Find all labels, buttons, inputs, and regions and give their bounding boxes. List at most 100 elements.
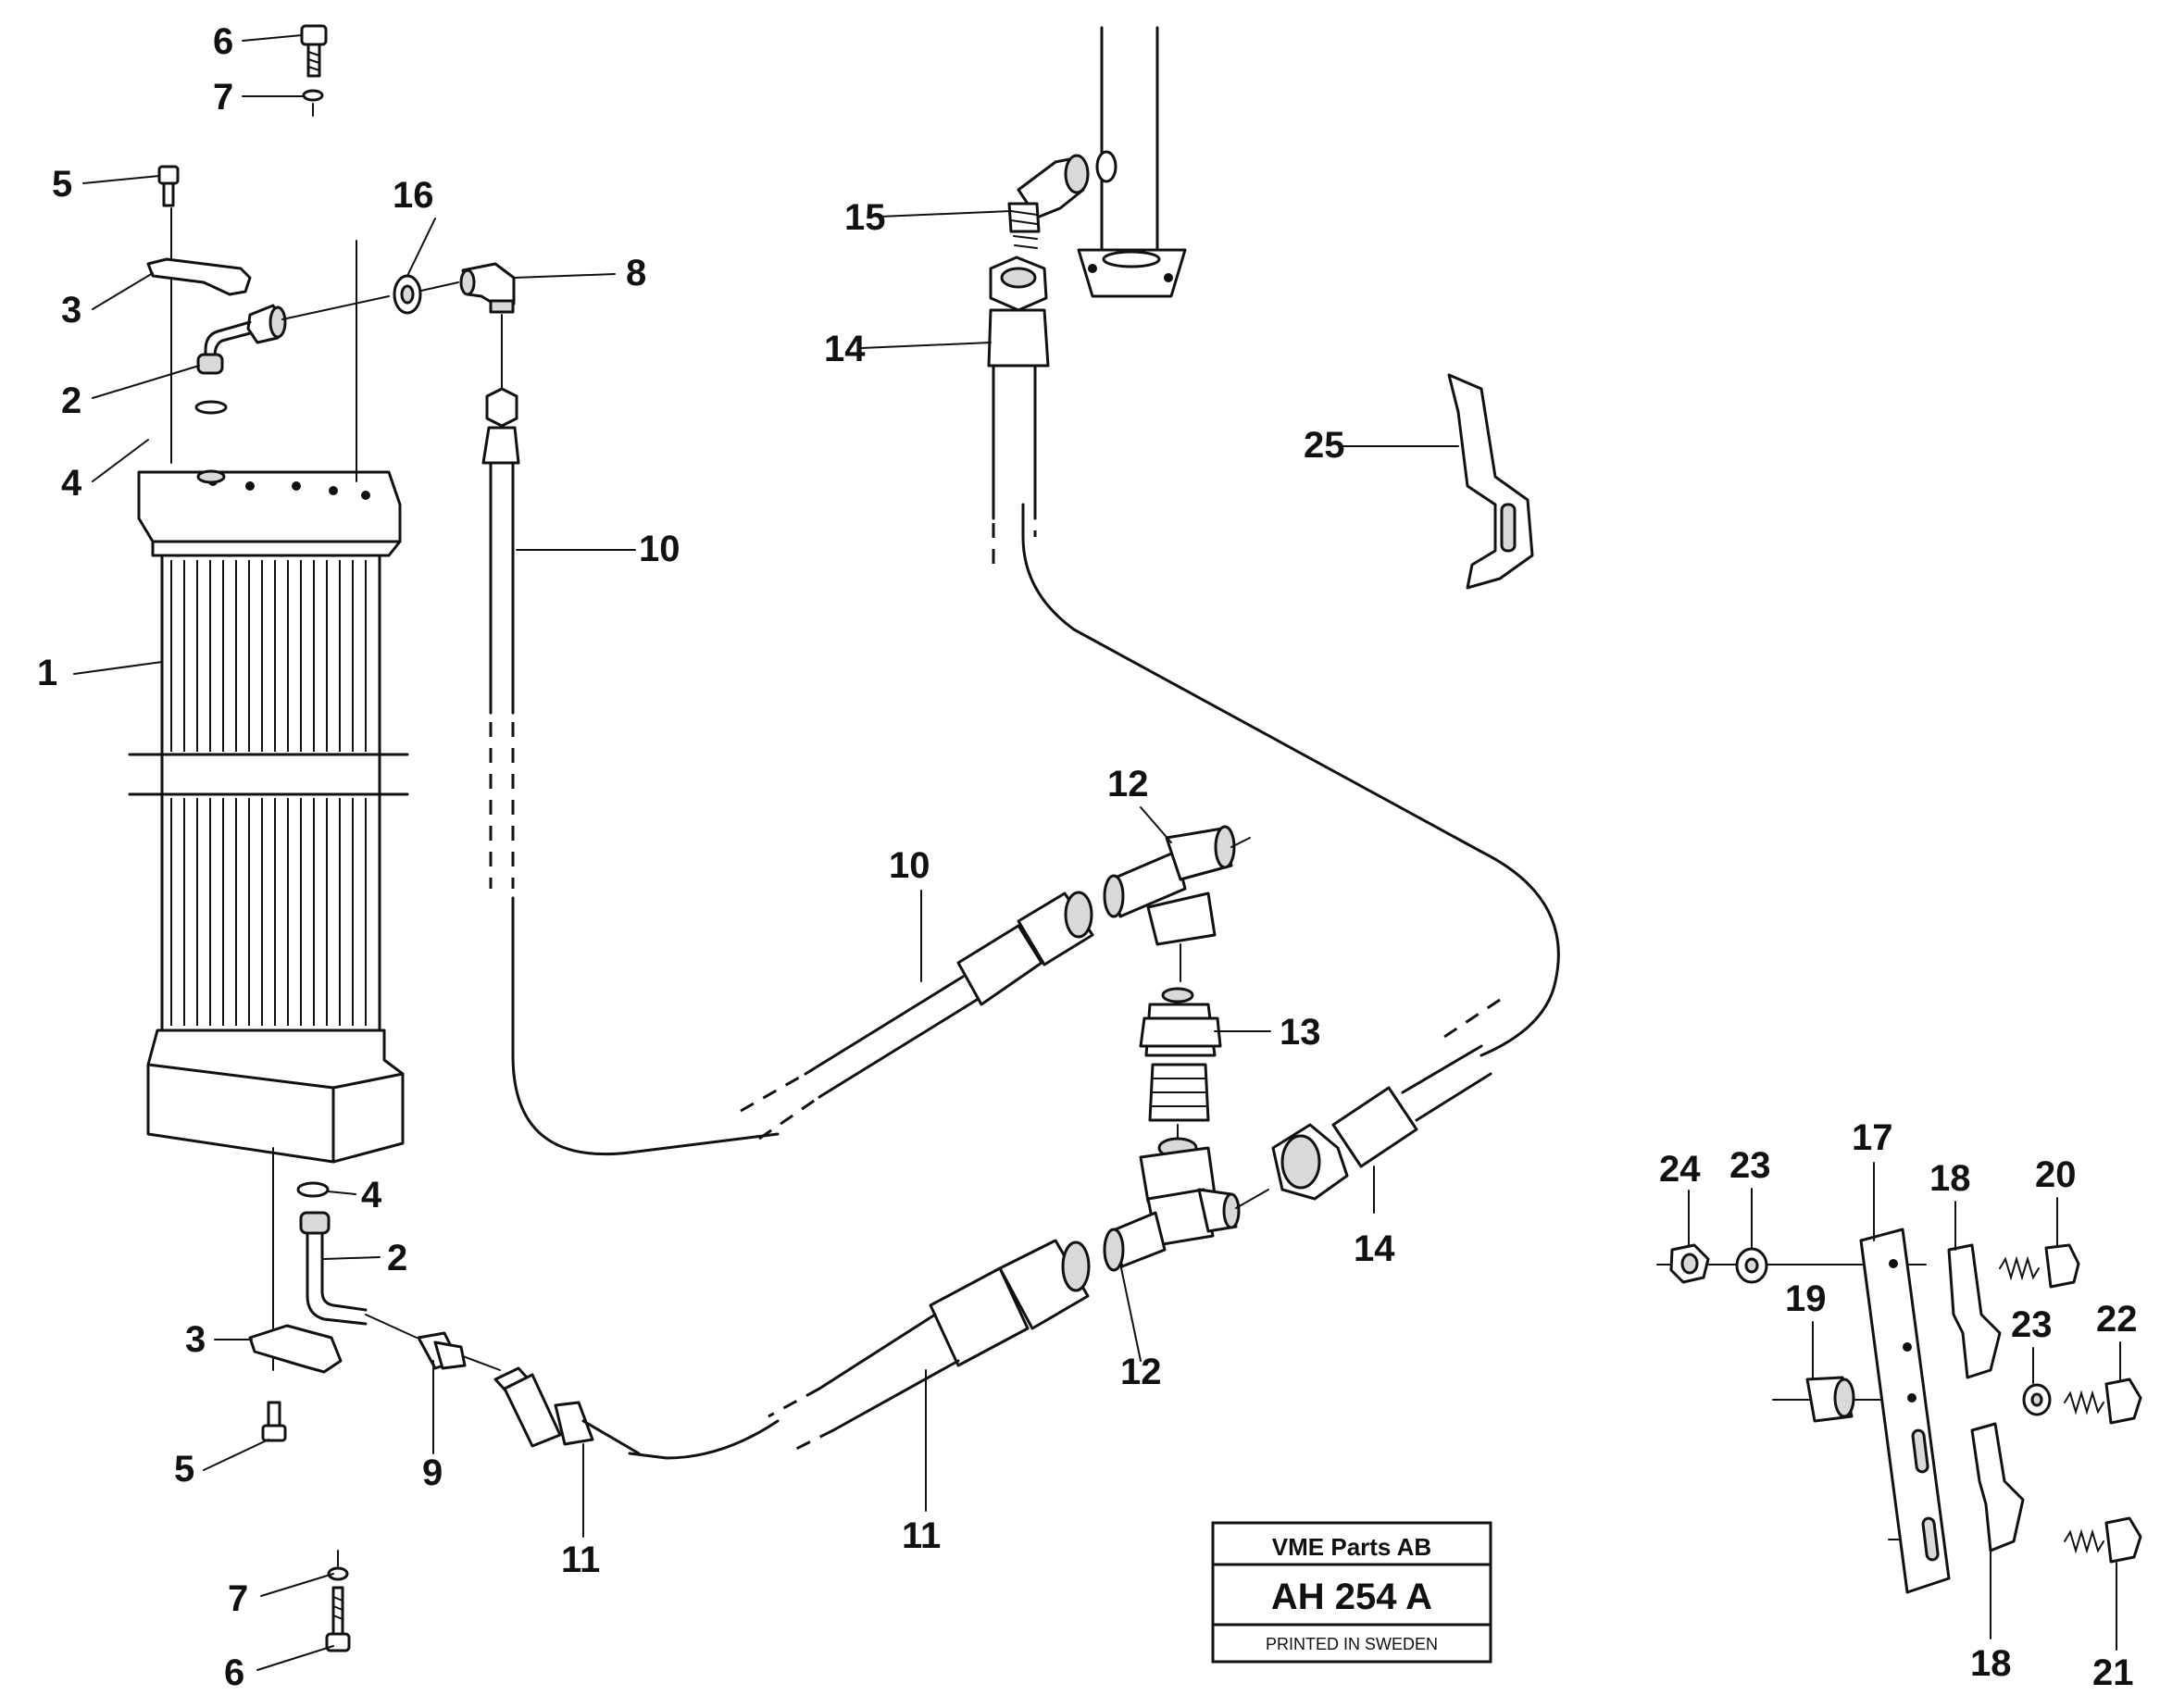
leader-line [92, 272, 154, 310]
clamp-18-upper [1947, 1243, 2002, 1379]
bolt-5-bottom [261, 1401, 287, 1442]
leader-line [323, 1256, 381, 1260]
leader-line [92, 439, 149, 482]
sealing-washer-top [1095, 150, 1117, 183]
callout-14: 14 [1354, 1228, 1395, 1269]
drawing-number: AH 254 A [1271, 1577, 1432, 1617]
bolt-20 [2044, 1243, 2080, 1289]
screw-6-bottom [325, 1586, 351, 1652]
callout-23: 23 [1729, 1145, 1771, 1186]
thread-21 [2064, 1528, 2104, 1554]
callout-7: 7 [213, 77, 233, 118]
callout-14: 14 [824, 329, 866, 369]
leader-line [92, 365, 200, 399]
callout-13: 13 [1280, 1012, 1321, 1053]
callout-20: 20 [2035, 1154, 2077, 1195]
leader-line [82, 175, 160, 184]
bolt-22 [2104, 1378, 2142, 1425]
leader-line [327, 1191, 356, 1195]
callout-21: 21 [2092, 1652, 2134, 1693]
hose-14-lower-end [1271, 1044, 1492, 1201]
thread-20 [1999, 1255, 2040, 1281]
elbow-pipe-2-top [204, 320, 252, 358]
callout-10: 10 [639, 529, 680, 569]
o-ring-4-bottom [296, 1181, 330, 1198]
callout-15: 15 [844, 197, 886, 238]
leader-line [513, 273, 616, 279]
mounting-plate-17 [1859, 1228, 1951, 1594]
callout-18: 18 [1929, 1158, 1971, 1199]
nut-24 [1669, 1243, 1710, 1284]
washer-23-upper [1735, 1247, 1768, 1284]
callout-12: 12 [1107, 764, 1149, 804]
thread-22 [2064, 1390, 2104, 1415]
clamp-3-top [146, 257, 252, 296]
callout-9: 9 [422, 1452, 443, 1493]
callout-8: 8 [626, 253, 646, 293]
callout-labels: 6 7 5 16 8 3 2 4 10 1 15 14 25 12 10 13 … [37, 21, 2138, 1693]
spacer-19 [1805, 1376, 1855, 1423]
callout-2: 2 [387, 1238, 407, 1278]
washer-7-bottom [327, 1566, 349, 1581]
temperature-sensor-9 [417, 1331, 501, 1371]
callout-16: 16 [393, 175, 434, 216]
callout-25: 25 [1304, 425, 1345, 466]
callout-7: 7 [228, 1578, 248, 1619]
bolt-5-top [157, 165, 180, 207]
printed-note: PRINTED IN SWEDEN [1266, 1635, 1438, 1653]
tee-fitting-12-lower [1103, 1137, 1269, 1272]
hose-10-vertical [481, 387, 780, 1156]
hose-11-right [628, 1239, 1091, 1460]
elbow-fitting-8 [459, 262, 516, 314]
callout-24: 24 [1659, 1149, 1701, 1190]
mounting-pipe [1077, 26, 1187, 298]
washer-7-top [302, 89, 324, 102]
callout-17: 17 [1852, 1117, 1893, 1158]
screw-6-top [300, 24, 328, 78]
callout-23: 23 [2011, 1304, 2053, 1345]
washer-23-lower [2022, 1383, 2052, 1416]
union-nut-top [246, 304, 287, 344]
callout-18: 18 [1970, 1643, 2012, 1684]
leader-line [1140, 806, 1172, 843]
callout-6: 6 [213, 21, 233, 62]
hose-11-left [493, 1366, 641, 1455]
leader-line [1119, 1263, 1142, 1362]
hose-10-angled [740, 891, 1094, 1141]
bracket-25 [1447, 373, 1534, 590]
leader-line [203, 1439, 269, 1471]
leader-line [260, 1573, 334, 1597]
leader-line [242, 34, 303, 42]
hose-14-upper-end [987, 256, 1560, 1057]
oil-cooler-core [128, 469, 409, 1164]
callout-10: 10 [889, 845, 930, 886]
tee-fitting-12-upper [1103, 825, 1251, 946]
leader-line [860, 342, 992, 349]
o-ring-4-top [194, 400, 228, 415]
title-block: VME Parts AB AH 254 A PRINTED IN SWEDEN [1211, 1521, 1492, 1664]
callout-5: 5 [174, 1449, 194, 1490]
company-name: VME Parts AB [1272, 1533, 1431, 1561]
leader-line [879, 210, 1012, 218]
callout-5: 5 [52, 164, 72, 205]
callout-11: 11 [561, 1540, 600, 1580]
callout-6: 6 [224, 1652, 244, 1693]
leader-line [256, 1645, 334, 1671]
leader-line [73, 661, 163, 675]
elbow-pipe-2-bottom [299, 1211, 418, 1339]
callout-12: 12 [1120, 1352, 1162, 1392]
callout-3: 3 [61, 290, 81, 330]
clamp-3-bottom [248, 1324, 343, 1374]
callout-1: 1 [37, 653, 57, 693]
callout-11: 11 [902, 1515, 941, 1556]
elbow-fitting-15 [1007, 154, 1090, 249]
callout-4: 4 [361, 1175, 382, 1216]
callout-4: 4 [61, 463, 82, 504]
callout-3: 3 [185, 1319, 206, 1360]
leader-line [406, 218, 436, 277]
callout-19: 19 [1785, 1278, 1827, 1319]
leader-lines [73, 34, 2121, 1671]
clamp-18-lower [1970, 1422, 2025, 1552]
